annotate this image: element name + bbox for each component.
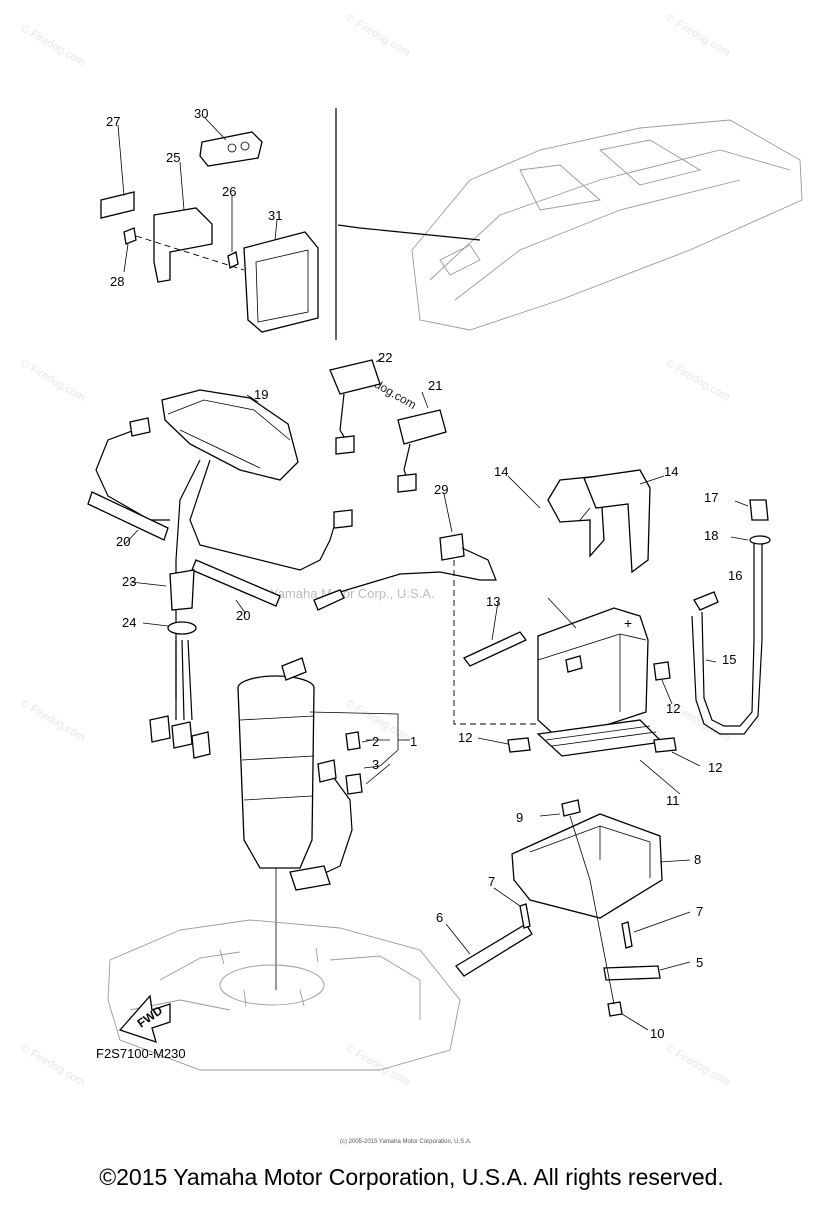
sender-unit xyxy=(317,759,337,783)
callout-18: 18 xyxy=(704,528,718,543)
pad-12-a xyxy=(507,737,531,753)
vent-hose-assembly xyxy=(691,499,771,735)
watermark: © Firedog.com xyxy=(344,12,413,59)
callout-11: 11 xyxy=(666,793,680,808)
nut-10 xyxy=(607,1001,623,1017)
strap-14-a xyxy=(547,475,605,558)
callout-23: 23 xyxy=(122,574,136,589)
callout-20-b: 20 xyxy=(236,608,250,623)
fuel-pump-body xyxy=(237,687,315,869)
pad-12-c xyxy=(653,737,677,753)
callout-27: 27 xyxy=(106,114,120,129)
grommet-9 xyxy=(561,799,581,817)
fitting-17 xyxy=(749,499,769,521)
callout-1: 1 xyxy=(410,734,417,749)
battery-box-8 xyxy=(511,813,663,919)
leader-lines xyxy=(365,679,701,795)
callout-15: 15 xyxy=(722,652,736,667)
fwd-arrow xyxy=(118,994,171,1044)
sensor-assembly xyxy=(313,493,536,725)
callout-20-a: 20 xyxy=(116,534,130,549)
callout-8: 8 xyxy=(694,852,701,867)
hull-section: FWD F2S7100-M230 xyxy=(96,919,461,1071)
connector-2 xyxy=(345,731,361,751)
battery-box-assembly xyxy=(445,799,691,1031)
callout-13: 13 xyxy=(486,594,500,609)
bracket-25 xyxy=(153,207,213,283)
remote-control-assembly xyxy=(100,108,337,340)
band-20-b xyxy=(191,559,281,607)
callout-5: 5 xyxy=(696,955,703,970)
sensor-29 xyxy=(439,533,465,561)
clamp-24 xyxy=(167,621,197,635)
clip-16 xyxy=(693,591,719,611)
watermark: © Firedog.com xyxy=(664,12,733,59)
grommet-23 xyxy=(169,569,195,611)
meter-19 xyxy=(161,389,299,481)
callout-12-a: 12 xyxy=(666,701,680,716)
callout-7-a: 7 xyxy=(488,874,495,889)
watermark: © Firedog.com xyxy=(19,22,88,69)
callout-14-a: 14 xyxy=(494,464,508,479)
watermark: © Firedog.com xyxy=(664,1042,733,1089)
copyright-footer: ©2015 Yamaha Motor Corporation, U.S.A. A… xyxy=(99,1164,724,1190)
callout-layer: 27 30 25 26 31 28 22 21 19 14 14 17 29 1… xyxy=(106,106,742,1041)
clamp-18 xyxy=(749,535,771,545)
key-30 xyxy=(199,131,263,167)
callout-6: 6 xyxy=(436,910,443,925)
bolt-7-a xyxy=(519,903,531,929)
watercraft-overview xyxy=(337,119,803,331)
switch-assembly xyxy=(329,357,447,493)
callout-24: 24 xyxy=(122,615,136,630)
fuel-pump-assembly xyxy=(237,657,410,990)
callout-16: 16 xyxy=(728,568,742,583)
callout-9: 9 xyxy=(516,810,523,825)
battery-assembly: + xyxy=(462,469,677,757)
watermark: © Firedog.com xyxy=(19,697,88,744)
callout-31: 31 xyxy=(268,208,282,223)
callout-10: 10 xyxy=(650,1026,664,1041)
meter-assembly xyxy=(87,389,353,759)
bracket-5 xyxy=(603,965,661,981)
watermark-company: Yamaha Motor Corp., U.S.A. xyxy=(270,586,435,601)
connector-3 xyxy=(345,773,363,795)
callout-26: 26 xyxy=(222,184,236,199)
watermark: © Firedog.com xyxy=(344,1042,413,1089)
screw-26 xyxy=(227,251,239,269)
switch-21 xyxy=(397,409,447,445)
callout-25: 25 xyxy=(166,150,180,165)
watermark: © Firedog.com xyxy=(19,1042,88,1089)
switch-22 xyxy=(329,359,381,395)
fine-print: (c) 2005-2015 Yamaha Motor Corporation, … xyxy=(340,1139,472,1145)
diagram-code: F2S7100-M230 xyxy=(96,1046,186,1061)
callout-21: 21 xyxy=(428,378,442,393)
callout-14-b: 14 xyxy=(664,464,678,479)
battery-4 xyxy=(537,607,649,741)
watermark: © Firedog.com xyxy=(664,357,733,404)
watermark: © Firedog.com xyxy=(19,357,88,404)
screw-28 xyxy=(123,227,137,245)
cover-13 xyxy=(462,631,528,667)
callout-29: 29 xyxy=(434,482,448,497)
band-20-a xyxy=(87,491,169,541)
callout-12-b: 12 xyxy=(458,730,472,745)
controller-31 xyxy=(243,231,319,333)
callout-17: 17 xyxy=(704,490,718,505)
battery-plus-sign: + xyxy=(624,615,632,631)
pad-12-b xyxy=(653,661,671,681)
strap-14-b xyxy=(583,469,651,574)
callout-28: 28 xyxy=(110,274,124,289)
callout-12-c: 12 xyxy=(708,760,722,775)
callout-3: 3 xyxy=(372,757,379,772)
bolt-7-b xyxy=(621,921,633,949)
callout-22: 22 xyxy=(378,350,392,365)
callout-19: 19 xyxy=(254,387,268,402)
plate-27 xyxy=(100,191,135,219)
callout-7-b: 7 xyxy=(696,904,703,919)
callout-2: 2 xyxy=(372,734,379,749)
bracket-6 xyxy=(455,923,533,977)
callout-30: 30 xyxy=(194,106,208,121)
